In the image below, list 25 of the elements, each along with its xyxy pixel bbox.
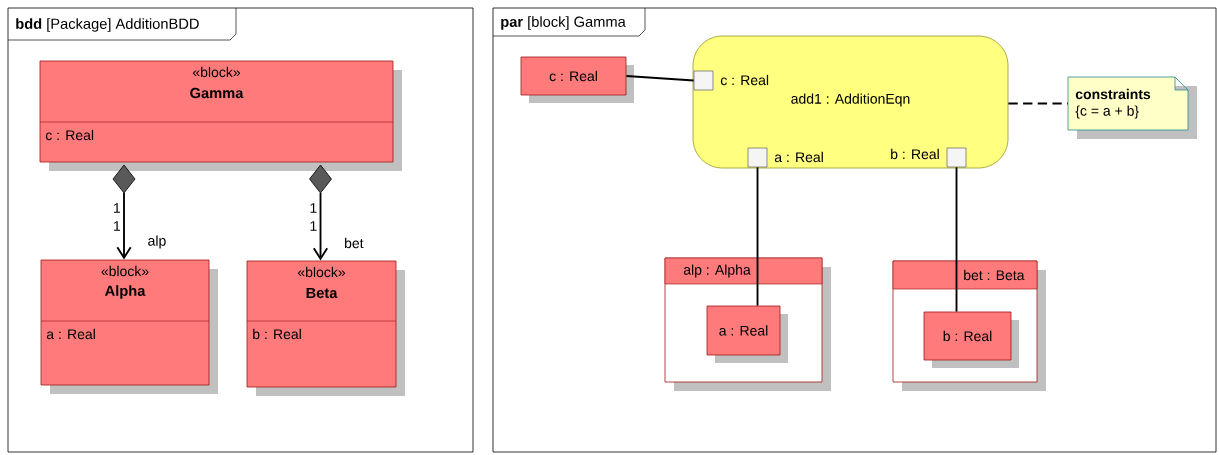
connector-line xyxy=(955,166,958,313)
node-label: a : Real xyxy=(774,151,823,163)
block-box: «block» Alpha a : Real xyxy=(40,259,218,394)
multiplicity-label: 1 xyxy=(114,221,121,231)
node-label: c : Real xyxy=(720,74,769,86)
edge-label: bet xyxy=(345,237,364,249)
part-box: b : Real xyxy=(923,311,1019,368)
port-square: c : Real xyxy=(693,70,769,91)
note-box: constraints {c = a + b} xyxy=(1067,76,1197,139)
connector-line xyxy=(625,75,695,82)
multiplicity-label: 1 xyxy=(310,221,317,231)
composition-arrow xyxy=(112,164,136,260)
composition-arrow xyxy=(309,164,332,261)
edge-label: alp xyxy=(148,235,166,249)
port-square: b : Real xyxy=(891,147,967,168)
node-label: b : Real xyxy=(891,148,939,160)
part-box: c : Real xyxy=(520,56,634,103)
part-box: a : Real xyxy=(706,305,788,363)
multiplicity-label: 1 xyxy=(114,203,121,213)
multiplicity-label: 1 xyxy=(310,203,317,213)
block-box: «block» Beta b : Real xyxy=(246,260,405,396)
connector-line xyxy=(756,166,759,307)
anchor-line xyxy=(1008,102,1068,105)
block-box: «block» Gamma c : Real xyxy=(39,60,402,171)
port-square: a : Real xyxy=(747,147,823,168)
